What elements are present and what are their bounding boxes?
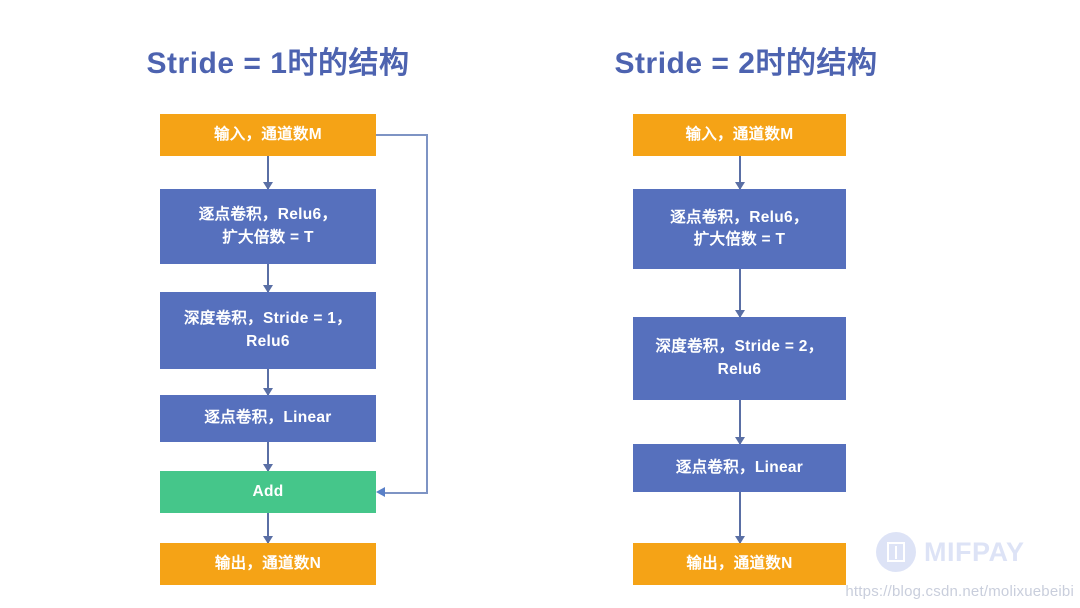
right-node-output-label: 输出，通道数N — [686, 554, 793, 572]
right-node-pwconv1[interactable]: 逐点卷积，Relu6， 扩大倍数 = T — [633, 189, 846, 269]
right-node-dwconv-label: 深度卷积，Stride = 2， Relu6 — [655, 338, 824, 378]
left-node-pwconv1[interactable]: 逐点卷积，Relu6， 扩大倍数 = T — [160, 189, 376, 264]
left-arrow-input-to-pwconv1 — [267, 156, 269, 189]
right-arrow-pwconv2-to-output — [739, 492, 741, 543]
right-node-input-label: 输入，通道数M — [685, 125, 794, 143]
right-node-pwconv1-label: 逐点卷积，Relu6， 扩大倍数 = T — [670, 208, 809, 248]
left-node-dwconv[interactable]: 深度卷积，Stride = 1， Relu6 — [160, 292, 376, 369]
right-node-pwconv2[interactable]: 逐点卷积，Linear — [633, 444, 846, 492]
left-node-pwconv2[interactable]: 逐点卷积，Linear — [160, 395, 376, 442]
right-node-input[interactable]: 输入，通道数M — [633, 114, 846, 156]
right-arrow-dwconv-to-pwconv2 — [739, 400, 741, 444]
watermark: MIFPAY — [876, 532, 1025, 572]
left-node-input[interactable]: 输入，通道数M — [160, 114, 376, 156]
watermark-url-label: https://blog.csdn.net/molixuebeibi — [845, 583, 1074, 600]
left-node-pwconv1-label: 逐点卷积，Relu6， 扩大倍数 = T — [198, 206, 338, 246]
mifpay-logo-icon — [876, 532, 916, 572]
right-arrow-input-to-pwconv1 — [739, 156, 741, 189]
left-node-pwconv2-label: 逐点卷积，Linear — [204, 409, 332, 427]
skip-connection-bottom-segment — [385, 492, 428, 494]
left-arrow-pwconv1-to-dwconv — [267, 264, 269, 292]
skip-connection-right-segment — [426, 134, 428, 493]
skip-connection-top-segment — [376, 134, 428, 136]
left-node-output-label: 输出，通道数N — [214, 554, 322, 572]
left-node-output[interactable]: 输出，通道数N — [160, 543, 376, 585]
right-node-pwconv2-label: 逐点卷积，Linear — [675, 458, 804, 476]
left-node-input-label: 输入，通道数M — [213, 125, 322, 143]
left-node-add[interactable]: Add — [160, 471, 376, 513]
left-arrow-dwconv-to-pwconv2 — [267, 369, 269, 395]
right-node-dwconv[interactable]: 深度卷积，Stride = 2， Relu6 — [633, 317, 846, 400]
left-node-dwconv-label: 深度卷积，Stride = 1， Relu6 — [183, 310, 352, 350]
skip-connection-arrowhead — [376, 487, 385, 497]
left-node-add-label: Add — [252, 482, 284, 500]
watermark-brand-label: MIFPAY — [924, 536, 1025, 567]
left-column-title: Stride = 1时的结构 — [146, 47, 410, 80]
left-arrow-pwconv2-to-add — [267, 442, 269, 471]
right-column-title: Stride = 2时的结构 — [614, 47, 878, 80]
right-arrow-pwconv1-to-dwconv — [739, 269, 741, 317]
right-node-output[interactable]: 输出，通道数N — [633, 543, 846, 585]
left-arrow-add-to-output — [267, 513, 269, 543]
